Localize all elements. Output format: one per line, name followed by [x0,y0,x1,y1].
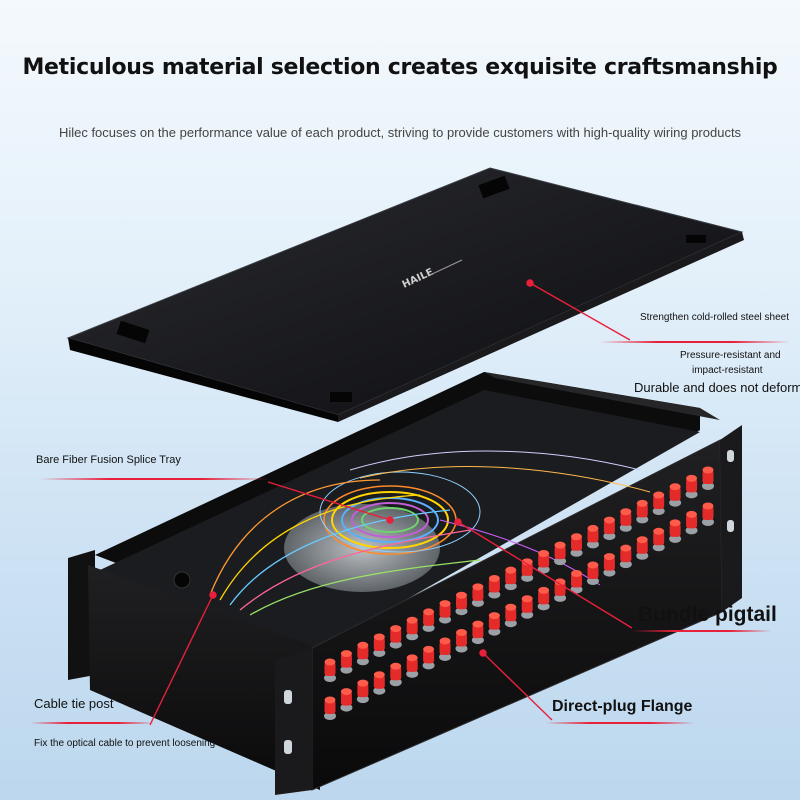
direct-plug-flange-connectors [324,466,714,720]
flange-connector [702,466,714,490]
rack-ear-left [275,648,312,795]
flange-connector [669,519,682,543]
callout-pressure-line1: Pressure-resistant and [680,350,781,361]
lid-tab-right [686,235,706,243]
callout-bundle-pigtail: Bundle pigtail [638,603,777,626]
flange-connector [570,569,583,594]
cable-entry-grommet [173,571,191,589]
flange-connector [603,516,616,541]
flange-connector [537,586,550,611]
flange-connector [340,688,353,712]
flange-connector [504,603,517,628]
flange-connector [488,612,501,636]
flange-connector [685,510,698,535]
underline-bundle-pigtail [632,630,772,632]
callout-splice-tray: Bare Fiber Fusion Splice Tray [36,454,181,466]
flange-connector [570,533,583,557]
flange-connector [619,508,632,532]
underline-cable-tie [30,722,155,724]
callout-cable-tie-desc: Fix the optical cable to prevent looseni… [34,738,216,749]
headline: Meticulous material selection creates ex… [22,55,778,80]
flange-connector [554,541,567,566]
flange-connector [586,524,599,549]
flange-connector [324,658,336,682]
flange-connector [389,662,402,687]
rack-hole-1 [284,690,292,704]
flange-connector [439,600,452,624]
underline-steel-sheet [600,341,790,343]
flange-connector [586,561,599,586]
flange-connector [603,553,616,577]
flange-connector [471,620,484,645]
flange-connector [406,616,419,641]
flange-connector [471,583,484,607]
callout-cable-tie: Cable tie post [34,696,114,711]
underline-flange [545,722,695,724]
callout-pressure-line2: impact-resistant [692,365,763,376]
underline-splice-tray [40,478,270,480]
flange-connector [455,591,468,616]
callout-lines [149,279,633,726]
flange-connector [422,645,435,670]
flange-connector [504,566,517,591]
rack-hole-4 [727,520,734,532]
flange-connector [537,549,550,574]
callout-flange: Direct-plug Flange [552,698,693,715]
flange-connector [373,633,386,657]
flange-connector [406,654,419,678]
rack-hole-3 [727,450,734,462]
flange-connector [373,671,386,695]
flange-connector [389,625,402,649]
flange-connector [652,527,665,552]
flange-connector [439,637,452,661]
flange-connector [356,641,369,666]
callout-steel-sheet: Strengthen cold-rolled steel sheet [640,312,789,323]
splice-box-body [68,372,742,795]
flange-connector [356,679,369,704]
flange-connector [340,650,353,674]
lid-tab-front [330,392,352,402]
flange-connector [685,474,698,499]
callout-durable: Durable and does not deform [634,380,800,395]
flange-connector [521,595,534,619]
rack-hole-2 [284,740,292,754]
flange-connector [422,608,435,632]
flange-connector [324,696,336,720]
rack-ear-right [720,425,742,612]
steel-cover-lid: HAILE [66,167,744,422]
flange-connector [702,502,714,526]
flange-connector [636,499,649,524]
flange-connector [488,575,501,599]
flange-connector [619,544,632,569]
flange-connector [669,483,682,507]
flange-connector [652,491,665,516]
subline: Hilec focuses on the performance value o… [58,125,742,140]
flange-connector [636,536,649,560]
lid-slot-front-left [116,320,150,344]
fusion-splice-tray [209,450,651,616]
lid-slot-rear-left [478,175,510,199]
flange-connector [455,629,468,653]
